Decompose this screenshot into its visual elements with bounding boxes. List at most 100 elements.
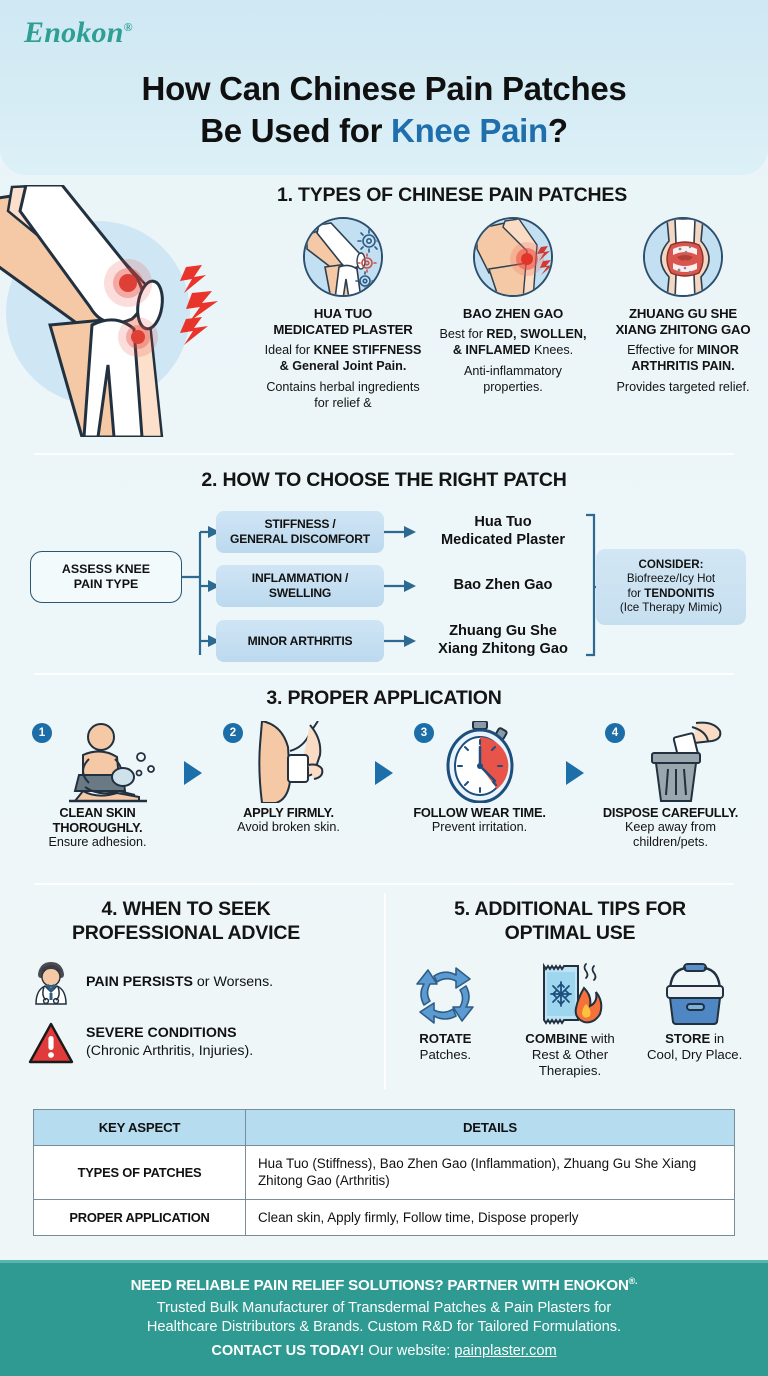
arthritic-joint-icon [643, 217, 723, 297]
section1-title: 1. TYPES OF CHINESE PAIN PATCHES [276, 184, 628, 206]
patch-title-l2: XIANG ZHITONG GAO [615, 322, 751, 338]
section-divider-3 [34, 883, 734, 885]
website-link[interactable]: painplaster.com [454, 1342, 557, 1359]
step-desc: Prevent irritation. [431, 819, 528, 834]
flow-condition-inflammation: INFLAMMATION /SWELLING [216, 564, 384, 607]
patch-card-title: HUA TUO MEDICATED PLASTER [264, 306, 422, 338]
section-advice-and-tips: 4. WHEN TO SEEK PROFESSIONAL ADVICE [0, 885, 768, 1103]
doctor-icon [28, 960, 74, 1006]
page-title-line2: Be Used for Knee Pain? [0, 110, 768, 152]
patch-desc-primary: Effective for MINOR ARTHRITIS PAIN. [627, 343, 739, 374]
section-divider-1 [34, 453, 734, 455]
advice-item-pain-persists: PAIN PERSISTS or Worsens. [18, 960, 354, 1006]
trash-disposal-icon: 4 [593, 721, 748, 803]
title-pre: Be Used for [200, 111, 392, 149]
patch-desc-primary: Best for RED, SWOLLEN, & INFLAMED Knees. [439, 327, 587, 357]
warning-triangle-icon [28, 1020, 74, 1066]
step-arrow-2 [366, 721, 402, 785]
stopwatch-icon: 3 [402, 719, 557, 804]
patch-card-title: ZHUANG GU SHE XIANG ZHITONG GAO [604, 306, 762, 338]
table-cell-key: TYPES OF PATCHES [33, 1145, 246, 1200]
patch-card-title: BAO ZHEN GAO [434, 306, 592, 322]
table-row: PROPER APPLICATION Clean skin, Apply fir… [33, 1198, 735, 1237]
page-footer: NEED RELIABLE PAIN RELIEF SOLUTIONS? PAR… [0, 1260, 768, 1376]
patch-title-l2: MEDICATED PLASTER [273, 322, 413, 338]
section3-title: 3. PROPER APPLICATION [266, 687, 502, 709]
title-highlight: Knee Pain [391, 111, 548, 149]
step-number: 1 [32, 722, 52, 743]
section4-title: 4. WHEN TO SEEK PROFESSIONAL ADVICE [71, 898, 301, 944]
table-header-key-aspect: KEY ASPECT [33, 1109, 246, 1146]
section-divider-2 [34, 673, 734, 675]
table-cell-details: Clean skin, Apply firmly, Follow time, D… [245, 1198, 735, 1237]
inflamed-knee-icon [473, 217, 553, 297]
brand-logo: Enokon® [24, 16, 133, 50]
page-title: How Can Chinese Pain Patches Be Used for… [0, 68, 768, 152]
step-desc: Avoid broken skin. [237, 819, 340, 834]
flow-consider-note: CONSIDER: Biofreeze/Icy Hot for TENDONIT… [596, 548, 746, 625]
step-arrow-1 [175, 721, 211, 785]
cooler-box-icon [635, 960, 754, 1026]
flow-condition-stiffness: STIFFNESS /GENERAL DISCOMFORT [216, 510, 384, 553]
step-desc: Ensure adhesion. [48, 834, 147, 849]
rotate-arrows-icon [386, 960, 505, 1026]
patch-desc-secondary: Contains herbal ingredients for relief & [266, 379, 420, 410]
consider-line3: for TENDONITIS [627, 586, 715, 600]
patch-title-l1: BAO ZHEN GAO [462, 306, 564, 321]
application-steps: 1 C [0, 719, 768, 850]
title-post: ? [547, 111, 568, 149]
patch-card-bao-zhen-gao: BAO ZHEN GAO Best for RED, SWOLLEN, & IN… [428, 217, 598, 417]
knee-bone-gears-icon [303, 217, 383, 297]
step-clean-skin: 1 C [20, 721, 175, 850]
person-washing-knee-icon: 1 [20, 721, 175, 803]
patch-card-zhuang-gu-she: ZHUANG GU SHE XIANG ZHITONG GAO Effectiv… [598, 217, 768, 417]
table-cell-details: Hua Tuo (Stiffness), Bao Zhen Gao (Infla… [245, 1145, 735, 1200]
advice-item-severe-conditions: SEVERE CONDITIONS(Chronic Arthritis, Inj… [18, 1020, 354, 1066]
step-follow-wear-time: 3 FOLLOW WEAR TI [402, 719, 557, 835]
decision-flowchart: ASSESS KNEE PAIN TYPE STIFFNESS /GENERAL… [0, 505, 768, 665]
patch-desc-primary: Ideal for KNEE STIFFNESS & General Joint… [264, 343, 422, 374]
advice-text: SEVERE CONDITIONS(Chronic Arthritis, Inj… [86, 1025, 254, 1059]
advice-text: PAIN PERSISTS or Worsens. [86, 973, 274, 990]
section2-title: 2. HOW TO CHOOSE THE RIGHT PATCH [201, 469, 567, 491]
step-title: FOLLOW WEAR TIME. [413, 804, 546, 820]
page-header: Enokon® How Can Chinese Pain Patches Be … [0, 0, 768, 175]
page-title-line1: How Can Chinese Pain Patches [141, 70, 627, 107]
patch-title-l1: HUA TUO [313, 306, 373, 321]
vertical-divider [384, 893, 386, 1089]
flow-result-bao-zhen-gao: Bao Zhen Gao [453, 577, 553, 594]
knee-joint-pain-illustration [0, 183, 254, 439]
section-choose-right-patch: 2. HOW TO CHOOSE THE RIGHT PATCH [0, 455, 768, 673]
table-header-details: DETAILS [245, 1109, 735, 1146]
section-additional-tips: 5. ADDITIONAL TIPS FOR OPTIMAL USE [372, 898, 768, 1103]
patch-type-cards: HUA TUO MEDICATED PLASTER Ideal for KNEE… [258, 217, 768, 417]
footer-description: Trusted Bulk Manufacturer of Transdermal… [146, 1300, 622, 1336]
table-header-row: KEY ASPECT DETAILS [33, 1109, 735, 1146]
section-professional-advice: 4. WHEN TO SEEK PROFESSIONAL ADVICE [0, 898, 372, 1103]
patch-title-l1: ZHUANG GU SHE [628, 306, 738, 321]
ice-pack-flame-icon [511, 960, 630, 1026]
table-cell-key: PROPER APPLICATION [33, 1198, 246, 1237]
triangle-right-icon [184, 760, 202, 785]
patch-desc-secondary: Provides targeted relief. [616, 379, 750, 394]
footer-contact-line: CONTACT US TODAY! Our website: painplast… [211, 1342, 557, 1359]
brand-name: Enokon [24, 16, 124, 49]
step-arrow-3 [557, 721, 593, 785]
step-title: APPLY FIRMLY. [243, 804, 334, 820]
flow-condition-arthritis: MINOR ARTHRITIS [216, 619, 384, 662]
step-number: 4 [605, 722, 625, 743]
section-types-of-patches: 1. TYPES OF CHINESE PAIN PATCHES [0, 175, 768, 453]
flow-start-node: ASSESS KNEE PAIN TYPE [30, 550, 182, 603]
patch-card-hua-tuo: HUA TUO MEDICATED PLASTER Ideal for KNEE… [258, 217, 428, 417]
registered-mark: ® [123, 20, 133, 34]
section5-title: 5. ADDITIONAL TIPS FOR OPTIMAL USE [454, 898, 686, 944]
